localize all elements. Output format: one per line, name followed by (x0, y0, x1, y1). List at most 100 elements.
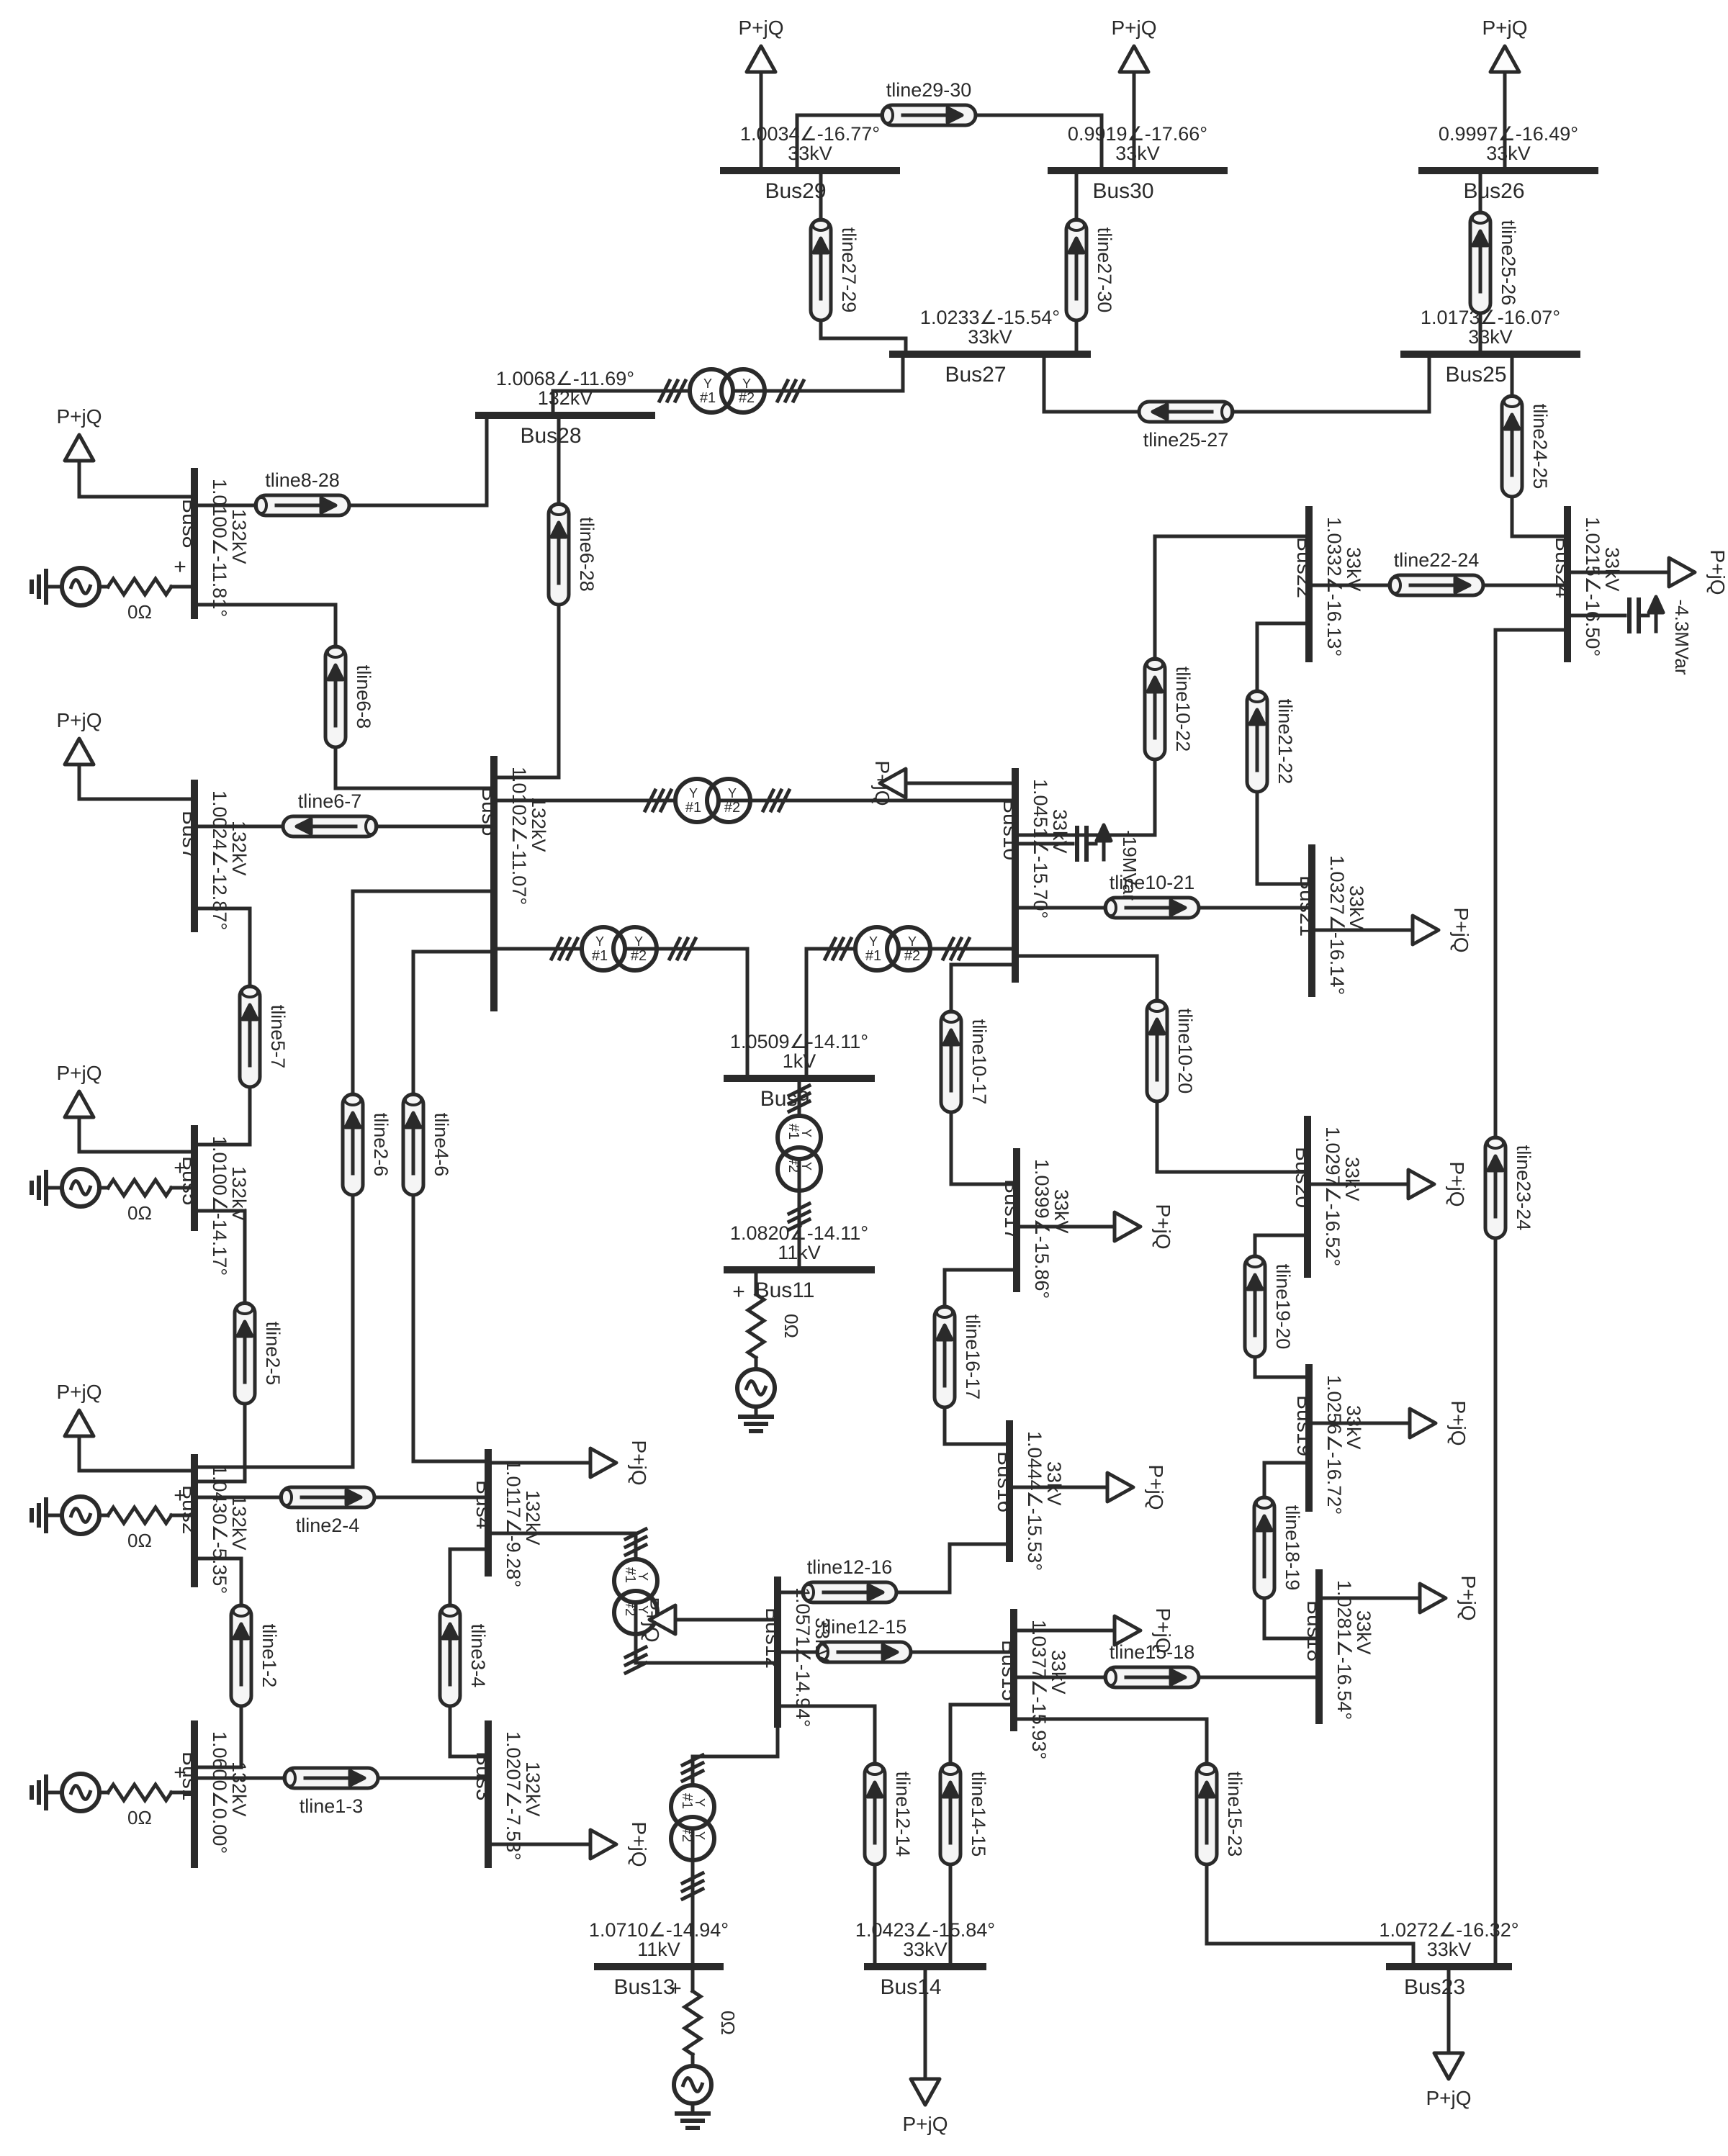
xfmr28-27[interactable]: Y#1Y#2 (657, 367, 806, 415)
shunt-bus10[interactable]: -19MVar (1016, 823, 1140, 901)
load-bus10[interactable]: P+jQ (871, 760, 1014, 806)
tline19-20[interactable]: tline19-20 (1243, 1254, 1294, 1359)
tline16-17[interactable]: tline16-17 (932, 1304, 984, 1409)
tline15-18[interactable]: tline15-18 (1103, 1641, 1201, 1690)
tline3-4[interactable]: tline3-4 (438, 1603, 489, 1708)
tline15-23[interactable]: tline15-23 (1194, 1762, 1246, 1867)
load-bus24[interactable]: P+jQ (1568, 549, 1728, 595)
load-bus19[interactable]: P+jQ (1310, 1400, 1470, 1446)
xfmr4-12[interactable]: Y#1Y#2 (612, 1526, 660, 1676)
load-bus15[interactable]: P+jQ (1014, 1607, 1174, 1654)
load-bus21[interactable]: P+jQ (1313, 907, 1472, 953)
tline5-7[interactable]: tline5-7 (238, 984, 289, 1089)
generator-bus5[interactable]: +0Ω (30, 1156, 194, 1224)
tline6-7[interactable]: tline6-7 (281, 790, 379, 839)
tline2-6[interactable]: tline2-6 (341, 1092, 392, 1197)
tline22-24[interactable]: tline22-24 (1387, 549, 1485, 597)
tline1-3[interactable]: tline1-3 (282, 1766, 380, 1817)
load-bus5[interactable]: P+jQ (56, 1062, 194, 1154)
tline1-2[interactable]: tline1-2 (229, 1603, 280, 1708)
tline29-30[interactable]: tline29-30 (880, 79, 978, 127)
xfmr6-10[interactable]: Y#1Y#2 (642, 777, 792, 824)
tline10-22[interactable]: tline10-22 (1143, 657, 1194, 762)
load-bus3[interactable]: P+jQ (489, 1821, 650, 1867)
tline18-19[interactable]: tline18-19 (1252, 1495, 1303, 1600)
tline2-5[interactable]: tline2-5 (233, 1301, 284, 1406)
tline14-15[interactable]: tline14-15 (938, 1762, 989, 1867)
tline10-21[interactable]: tline10-21 (1103, 872, 1201, 920)
generator-bus1[interactable]: +0Ω (30, 1761, 194, 1828)
generator-bus13[interactable]: +0Ω (669, 1967, 739, 2130)
load-bus30[interactable]: P+jQ (1111, 17, 1157, 170)
generator-bus2[interactable]: +0Ω (30, 1484, 194, 1551)
load-bus17[interactable]: P+jQ (1017, 1204, 1174, 1250)
xfmr12-13[interactable]: Y#1Y#2 (669, 1752, 716, 1902)
tline12-16[interactable]: tline12-16 (801, 1556, 899, 1605)
xfmr9-11[interactable]: Y#1Y#2 (775, 1083, 823, 1232)
load-bus14[interactable]: P+jQ (902, 1967, 948, 2135)
load-bus20[interactable]: P+jQ (1308, 1161, 1468, 1207)
tline8-28[interactable]: tline8-28 (253, 469, 351, 518)
tline10-20[interactable]: tline10-20 (1145, 998, 1196, 1104)
load-bus18[interactable]: P+jQ (1320, 1575, 1480, 1621)
tline12-14[interactable]: tline12-14 (863, 1762, 914, 1867)
xfmr9-10[interactable]: Y#1Y#2 (822, 925, 972, 973)
tline25-26[interactable]: tline25-26 (1468, 210, 1519, 315)
xfmr6-9[interactable]: Y#1Y#2 (549, 925, 698, 973)
load-bus23[interactable]: P+jQ (1426, 1967, 1472, 2109)
load-bus12[interactable]: P+jQ (641, 1597, 777, 1643)
tline27-29[interactable]: tline27-29 (809, 217, 860, 323)
generator-bus8[interactable]: +0Ω (30, 555, 194, 623)
tline10-17[interactable]: tline10-17 (939, 1009, 990, 1114)
tline2-4[interactable]: tline2-4 (279, 1485, 377, 1536)
tline24-25[interactable]: tline24-25 (1500, 394, 1551, 499)
tline27-30[interactable]: tline27-30 (1064, 217, 1115, 323)
tline23-24[interactable]: tline23-24 (1483, 1135, 1534, 1240)
load-bus16[interactable]: P+jQ (1010, 1464, 1167, 1510)
tline21-22[interactable]: tline21-22 (1245, 689, 1296, 794)
load-bus2[interactable]: P+jQ (56, 1381, 194, 1473)
tline12-15[interactable]: tline12-15 (815, 1616, 913, 1664)
generator-bus11[interactable]: +0Ω (732, 1271, 802, 1433)
shunt-bus24[interactable]: -4.3MVar (1568, 595, 1693, 675)
load-bus7[interactable]: P+jQ (56, 709, 194, 801)
load-bus29[interactable]: P+jQ (738, 17, 784, 170)
tline4-6[interactable]: tline4-6 (401, 1092, 452, 1197)
tline25-27[interactable]: tline25-27 (1137, 400, 1235, 451)
load-bus26[interactable]: P+jQ (1482, 17, 1528, 170)
load-bus4[interactable]: P+jQ (489, 1440, 650, 1486)
load-bus8[interactable]: P+jQ (56, 405, 194, 499)
tline6-28[interactable]: tline6-28 (546, 502, 598, 607)
tline6-8[interactable]: tline6-8 (323, 644, 374, 749)
